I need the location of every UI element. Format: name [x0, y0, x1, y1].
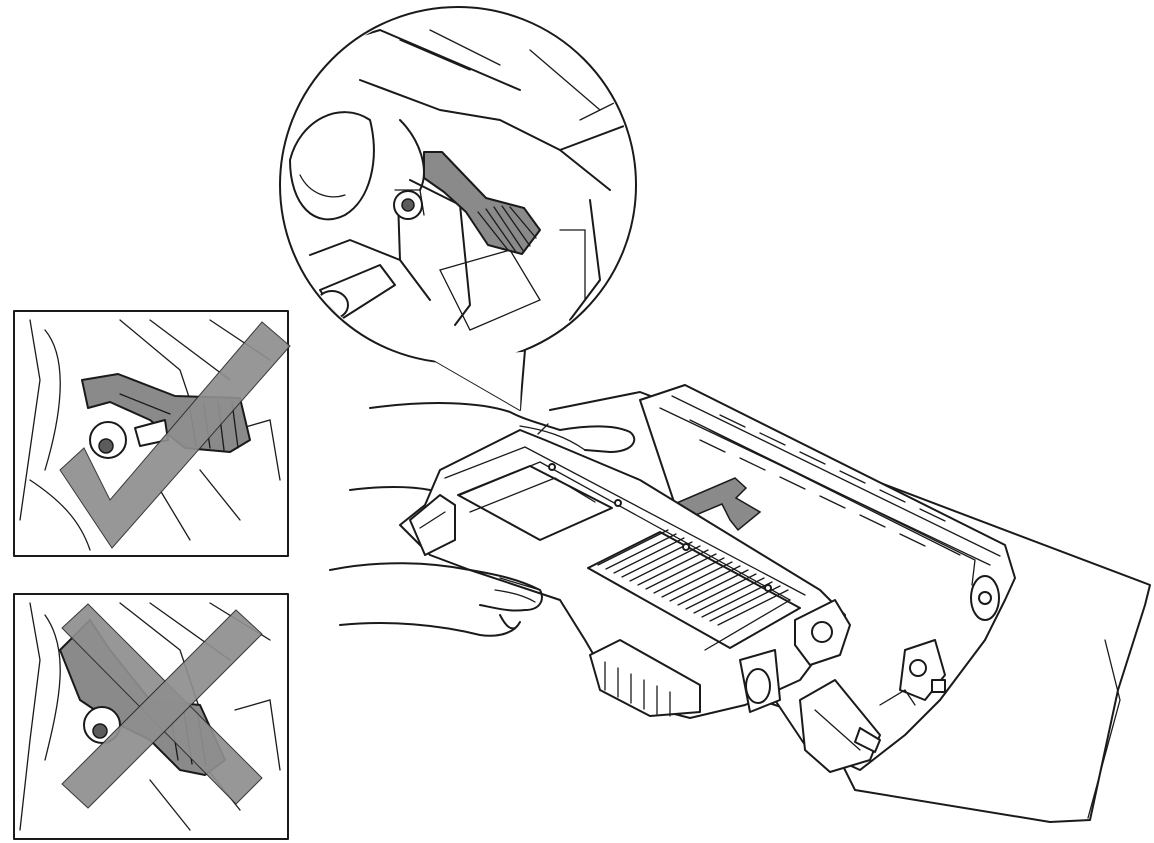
- insert-direction-arrow: [670, 477, 762, 532]
- zoom-callout: [279, 6, 637, 411]
- hands: [329, 402, 636, 637]
- check-mark-icon: [59, 321, 291, 549]
- incorrect-position-panel: [13, 593, 289, 840]
- correct-position-panel: [13, 310, 291, 557]
- cross-mark-icon: [61, 603, 263, 809]
- grip-ribs: [597, 529, 789, 626]
- toner-cartridge: [399, 429, 851, 719]
